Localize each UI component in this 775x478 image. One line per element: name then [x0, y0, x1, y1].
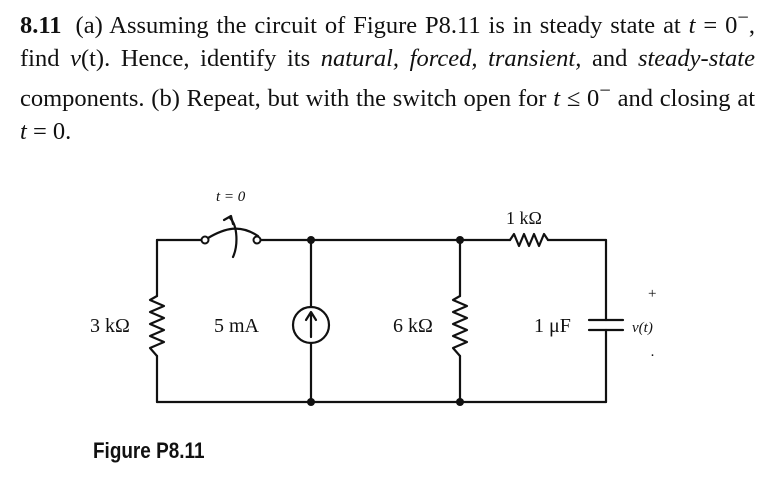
- resistor-6k-label: 6 kΩ: [393, 315, 433, 337]
- switch-contact-left: [200, 235, 210, 245]
- resistor-1k: [508, 232, 550, 248]
- problem-statement: 8.11 (a) Assuming the circuit of Figure P…: [20, 2, 755, 148]
- var-t: t: [688, 12, 696, 40]
- text-find: , find: [20, 12, 755, 73]
- le-zero: ≤ 0: [560, 85, 600, 113]
- capacitor-1uf: [587, 318, 625, 332]
- current-source-5ma: [291, 305, 331, 345]
- junction-dot: [307, 236, 315, 244]
- polarity-plus: +: [648, 286, 656, 302]
- junction-dot: [307, 398, 315, 406]
- problem-number: 8.11: [20, 12, 62, 40]
- source-label: 5 mA: [214, 315, 260, 337]
- switch-blade: [206, 227, 260, 240]
- resistor-3k: [148, 294, 166, 358]
- resistor-3k-label: 3 kΩ: [90, 315, 130, 337]
- minus-superscript: −: [737, 7, 749, 29]
- switch-arrow-head-icon: [222, 214, 235, 226]
- voltage-label: v(t): [632, 320, 653, 336]
- var-t-3: t: [20, 118, 27, 146]
- var-of-t: (t): [80, 45, 105, 73]
- eq-zero: = 0: [695, 12, 738, 40]
- text-and: and: [581, 45, 638, 73]
- text-part-b: components. (b) Repeat, but with the swi…: [20, 85, 554, 113]
- switch-contact-right: [252, 235, 262, 245]
- arrow-up-icon: [304, 310, 318, 339]
- figure-caption: Figure P8.11: [93, 438, 205, 463]
- text-closing: and closing at: [610, 85, 756, 113]
- resistor-1k-label: 1 kΩ: [506, 208, 542, 228]
- junction-dot: [456, 398, 464, 406]
- junction-dot: [456, 236, 464, 244]
- switch-label: t = 0: [216, 189, 246, 205]
- text-identify: . Hence, identify its: [104, 45, 321, 73]
- text-part-a: (a) Assuming the circuit of Figure P8.11…: [75, 12, 689, 40]
- minus-superscript-2: −: [599, 80, 611, 103]
- term-natural-forced: natural, forced,: [320, 45, 478, 73]
- polarity-minus: ·: [650, 348, 655, 364]
- resistor-6k: [451, 294, 469, 358]
- capacitor-label: 1 μF: [534, 315, 571, 337]
- term-transient: transient,: [488, 45, 582, 73]
- var-t-2: t: [553, 85, 561, 113]
- var-v: v: [70, 45, 81, 73]
- term-steady-state: steady-state: [637, 45, 755, 73]
- text-end: = 0.: [26, 118, 72, 146]
